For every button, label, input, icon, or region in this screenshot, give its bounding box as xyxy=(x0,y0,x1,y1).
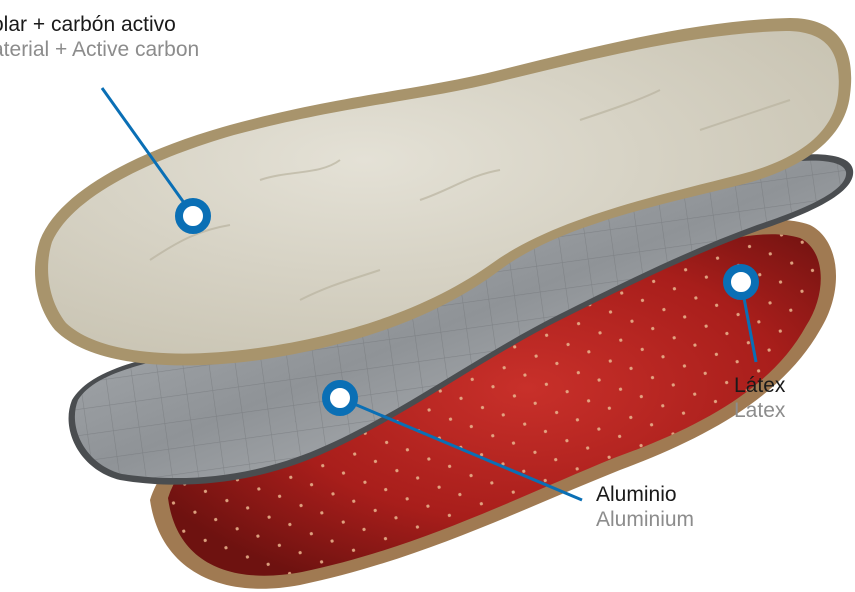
label-fleece: olar + carbón activo aterial + Active ca… xyxy=(0,12,199,62)
label-fleece-en: aterial + Active carbon xyxy=(0,37,199,62)
label-aluminium: Aluminio Aluminium xyxy=(596,482,694,532)
label-fleece-es: olar + carbón activo xyxy=(0,12,199,37)
label-aluminium-es: Aluminio xyxy=(596,482,694,507)
callout-marker xyxy=(727,268,755,296)
label-latex-en: Latex xyxy=(734,398,785,423)
label-latex-es: Látex xyxy=(734,373,785,398)
callout-marker xyxy=(326,384,354,412)
label-latex: Látex Latex xyxy=(734,373,785,423)
label-aluminium-en: Aluminium xyxy=(596,507,694,532)
callout-marker xyxy=(179,202,207,230)
